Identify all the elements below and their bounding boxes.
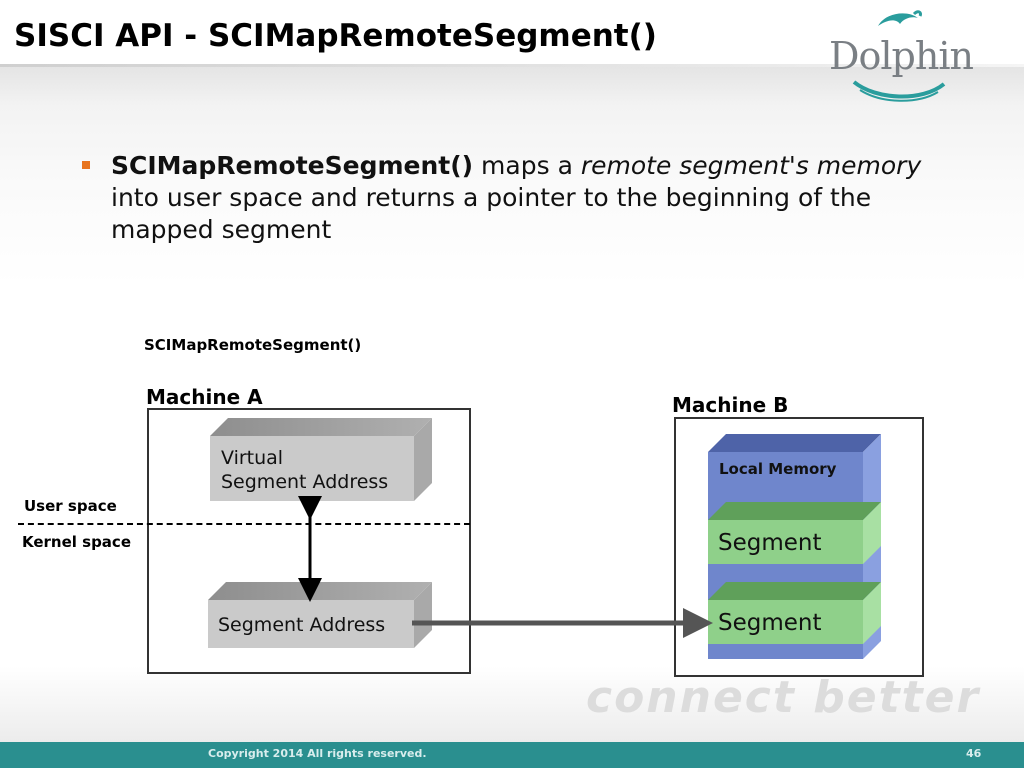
segment-top-face [708, 502, 881, 520]
dolphin-logo: Dolphin [826, 4, 976, 104]
segment-top-face [708, 582, 881, 600]
function-label: SCIMapRemoteSegment() [144, 336, 362, 354]
virtual-segment-address-box: Virtual Segment Address [210, 418, 432, 501]
user-kernel-boundary [18, 523, 470, 525]
segment-block-2: Segment [708, 582, 881, 644]
virtual-box-line2: Segment Address [221, 471, 389, 493]
bullet-paragraph: SCIMapRemoteSegment() maps a remote segm… [111, 150, 931, 246]
box-front-face [208, 600, 414, 648]
segment-side-face [863, 582, 881, 644]
bullet-marker [82, 161, 90, 169]
machine-a-label: Machine A [146, 385, 263, 409]
segment-front-face [708, 520, 863, 564]
watermark-text: connect better [586, 672, 981, 723]
local-memory-label: Local Memory [719, 460, 837, 478]
virtual-box-line1: Virtual [221, 447, 284, 469]
segment-address-text: Segment Address [218, 614, 386, 636]
bullet-function-name: SCIMapRemoteSegment() [111, 151, 474, 180]
machine-b-label: Machine B [672, 393, 789, 417]
logo-text: Dolphin [829, 34, 974, 78]
segment-front-face [708, 600, 863, 644]
segment-2-label: Segment [718, 610, 822, 636]
box-side-face [414, 582, 432, 648]
bullet-text-2: into user space and returns a pointer to… [111, 183, 872, 244]
segment-1-label: Segment [718, 530, 822, 556]
virtual-box-text: Virtual Segment Address [221, 446, 388, 494]
user-space-label: User space [24, 497, 117, 515]
segment-side-face [863, 502, 881, 564]
segment-block-1: Segment [708, 502, 881, 564]
dolphin-icon [852, 10, 946, 102]
bullet-text-1: maps a [473, 151, 581, 180]
box-top-face [210, 418, 432, 436]
box-side-face [414, 418, 432, 501]
title-divider [0, 64, 1024, 67]
bullet-italic: remote segment's memory [580, 151, 922, 180]
footer-bar [0, 742, 1024, 768]
memory-top-face [708, 434, 881, 452]
footer-page-number: 46 [966, 747, 982, 760]
slide-title: SISCI API - SCIMapRemoteSegment() [14, 18, 657, 54]
box-front-face [210, 436, 414, 501]
footer-copyright: Copyright 2014 All rights reserved. [208, 747, 427, 760]
kernel-space-label: Kernel space [22, 533, 131, 551]
